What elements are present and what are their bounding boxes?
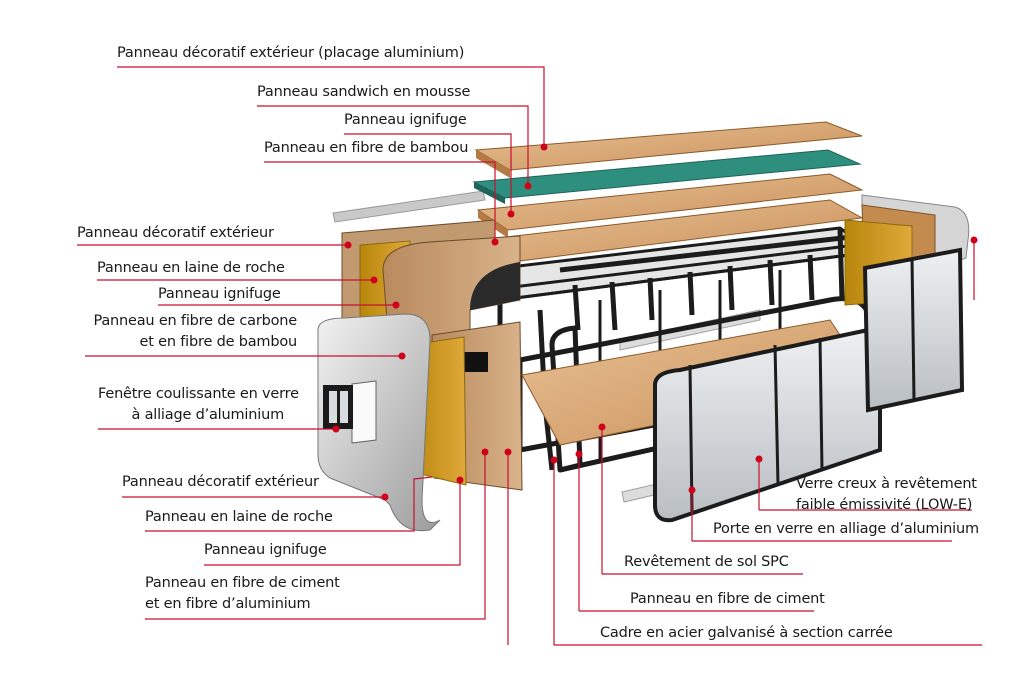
label-exterior-cladding-top: Panneau décoratif extérieur (placage alu… bbox=[117, 45, 465, 61]
label-alu-glass-door: Porte en verre en alliage d’aluminium bbox=[713, 521, 979, 537]
label-rockwool-left: Panneau en laine de roche bbox=[97, 260, 285, 276]
label-lowe-glass-line1: Verre creux à revêtement bbox=[796, 476, 977, 492]
label-window-line2: à alliage d’aluminium bbox=[131, 407, 285, 423]
label-window-line1: Fenêtre coulissante en verre bbox=[98, 386, 299, 402]
label-window: Fenêtre coulissante en verre à alliage d… bbox=[98, 384, 299, 426]
label-lowe-glass-line2: faible émissivité (LOW-E) bbox=[796, 497, 973, 513]
label-cement-alu: Panneau en fibre de ciment et en fibre d… bbox=[145, 573, 340, 615]
label-lowe-glass: Verre creux à revêtement faible émissivi… bbox=[796, 474, 977, 516]
label-cement-alu-line2: et en fibre d’aluminium bbox=[145, 596, 311, 612]
roof-layers bbox=[472, 121, 864, 270]
label-steel-frame: Cadre en acier galvanisé à section carré… bbox=[600, 625, 893, 641]
label-carbon-bamboo-line2: et en fibre de bambou bbox=[139, 334, 298, 350]
label-fireproof-left: Panneau ignifuge bbox=[158, 286, 281, 302]
label-bamboo-top: Panneau en fibre de bambou bbox=[264, 140, 469, 156]
label-rockwool-bottom: Panneau en laine de roche bbox=[145, 509, 333, 525]
label-exterior-deco-left: Panneau décoratif extérieur bbox=[77, 225, 274, 241]
leader-lines bbox=[77, 66, 982, 646]
label-fireproof-bottom: Panneau ignifuge bbox=[204, 542, 327, 558]
label-cement-board: Panneau en fibre de ciment bbox=[630, 591, 825, 607]
label-exterior-deco-bottom: Panneau décoratif extérieur bbox=[122, 474, 319, 490]
label-fireproof-top: Panneau ignifuge bbox=[344, 112, 467, 128]
aluminium-front-cladding bbox=[317, 313, 441, 532]
label-foam-sandwich: Panneau sandwich en mousse bbox=[257, 84, 471, 100]
label-cement-alu-line1: Panneau en fibre de ciment bbox=[145, 575, 340, 591]
label-carbon-bamboo-line1: Panneau en fibre de carbone bbox=[93, 313, 297, 329]
label-carbon-bamboo: Panneau en fibre de carbone et en fibre … bbox=[85, 311, 297, 353]
label-spc-floor: Revêtement de sol SPC bbox=[624, 554, 789, 570]
glass-door-panel bbox=[653, 247, 965, 523]
leader-dots bbox=[332, 143, 978, 501]
